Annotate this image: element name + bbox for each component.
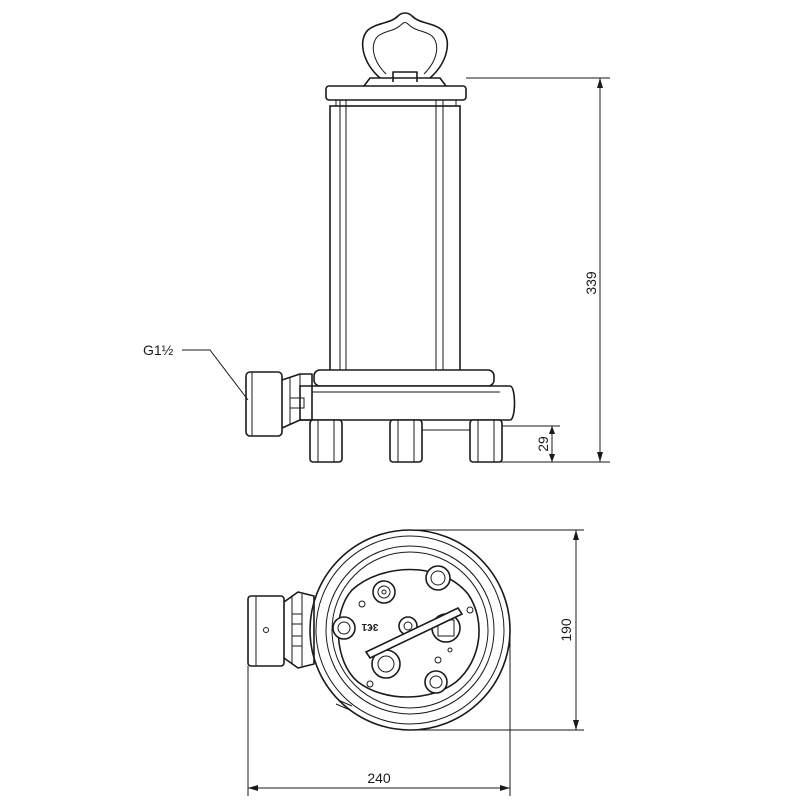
thread-callout: G1½ [143,342,249,401]
width-label: 240 [367,770,391,786]
height-feet-label: 29 [535,436,551,452]
top-cap [325,85,467,101]
foot-right [469,419,503,463]
discharge-outlet [245,371,283,437]
thread-label: G1½ [143,342,174,358]
side-view [245,12,516,463]
depth-label: 190 [558,618,574,642]
dimension-height-total: 339 [466,77,610,463]
dimension-depth: 190 [410,529,584,731]
pump-casing [299,385,516,421]
carry-handle [361,12,449,79]
foot-middle [389,419,423,463]
foot-left [309,419,343,463]
port-left [332,616,356,640]
motor-flange [313,369,495,387]
height-total-label: 339 [583,271,599,295]
outlet-flange-top [247,595,285,667]
dimension-width: 240 [247,630,511,796]
dimension-height-feet: 29 [502,425,560,462]
plate-marking: 3€1 [361,621,378,632]
motor-housing [329,105,461,373]
top-view: 3€1 [247,529,511,731]
port-top-left [372,580,396,604]
diagonal-bracket [364,606,464,660]
port-top-right [425,565,451,591]
port-bottom-right [424,670,448,694]
